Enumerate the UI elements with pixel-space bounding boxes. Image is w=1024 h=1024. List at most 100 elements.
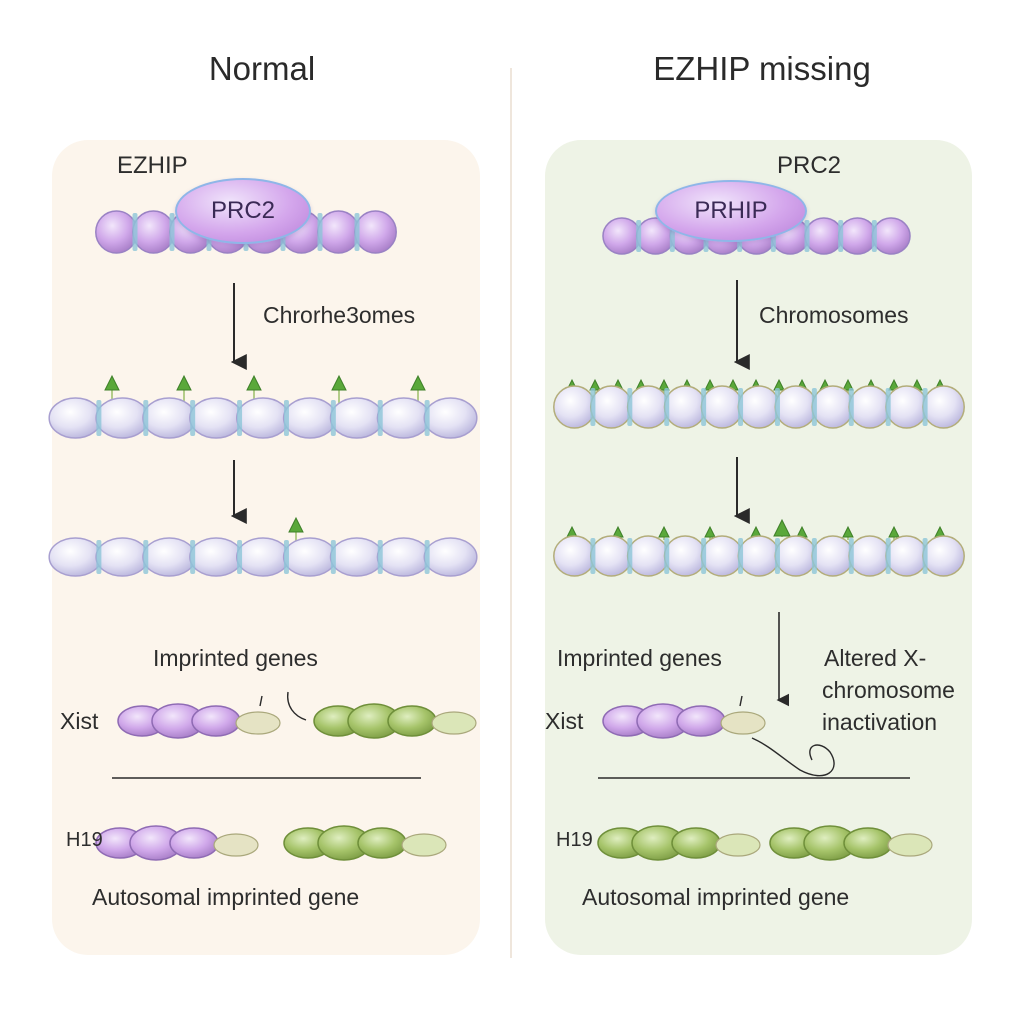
right-diagram	[553, 217, 965, 861]
linker-band	[132, 213, 138, 251]
linker-band	[636, 220, 642, 252]
linker-band	[701, 538, 707, 574]
panel-divider	[510, 68, 512, 958]
nucleosome-bead	[885, 535, 929, 577]
nucleosome-bead	[132, 210, 175, 254]
nucleosome-bead	[589, 385, 633, 429]
right-imprinted-label: Imprinted genes	[557, 645, 722, 671]
nucleosome-bead	[48, 397, 103, 439]
h3k27me3-mark	[658, 525, 670, 538]
linker-band	[804, 220, 810, 252]
right-gene-connector	[751, 737, 835, 777]
nucleosome-bead	[235, 397, 291, 439]
nucleosome-bead	[663, 535, 707, 577]
nucleosome-bead	[663, 385, 707, 429]
right-title: EZHIP missing	[653, 50, 871, 87]
gene-tail	[213, 833, 259, 857]
nucleosome-bead	[329, 537, 384, 577]
nucleosome-bead	[48, 537, 103, 577]
nucleosome-bead	[142, 397, 197, 439]
gene-bead	[387, 705, 437, 737]
h3k27me3-mark	[246, 374, 262, 391]
left-h19-label: H19	[66, 829, 103, 851]
linker-band	[190, 400, 196, 436]
gene-bead	[191, 705, 241, 737]
linker-band	[774, 388, 780, 426]
right-altered-label-1: Altered X-	[824, 645, 927, 671]
left-xist-gene	[117, 703, 281, 739]
gene-bead	[671, 827, 721, 859]
nucleosome-bead	[885, 385, 929, 429]
linker-band	[237, 400, 243, 436]
right-altered-label-3: inactivation	[822, 709, 938, 735]
linker-band	[738, 388, 744, 426]
nucleosome-bead	[848, 385, 892, 429]
gene-bead	[843, 827, 893, 859]
gene-bead	[357, 827, 407, 859]
right-chromosome-row2	[553, 535, 965, 577]
linker-band	[424, 540, 430, 574]
linker-band	[848, 388, 854, 426]
linker-band	[664, 538, 670, 574]
linker-band	[811, 388, 817, 426]
nucleosome-bead	[700, 535, 744, 577]
linker-band	[664, 388, 670, 426]
linker-band	[317, 213, 323, 251]
nucleosome-bead	[282, 397, 337, 439]
linker-band	[811, 538, 817, 574]
right-tick	[739, 695, 743, 707]
gene-tail	[235, 711, 281, 735]
right-h19-gene	[597, 825, 761, 861]
left-xist-label: Xist	[60, 708, 99, 734]
nucleosome-bead	[922, 535, 965, 577]
linker-band	[848, 538, 854, 574]
left-prc2-complex: PRC2	[175, 178, 311, 244]
linker-band	[424, 400, 430, 436]
right-xist-label: Xist	[545, 708, 584, 734]
nucleosome-bead	[354, 210, 397, 254]
linker-band	[237, 540, 243, 574]
linker-band	[96, 400, 102, 436]
gene-tail	[431, 711, 477, 735]
nucleosome-bead	[811, 535, 855, 577]
left-title: Normal	[208, 50, 316, 87]
nucleosome-bead	[774, 535, 818, 577]
left-gene-connector	[287, 691, 307, 721]
linker-band	[838, 220, 844, 252]
nucleosome-bead	[737, 385, 781, 429]
left-h19-partner-gene	[283, 825, 447, 861]
h3k27me3-mark	[331, 374, 347, 391]
nucleosome-bead	[626, 535, 670, 577]
nucleosome-bead	[553, 385, 596, 429]
right-top-chromatin	[602, 217, 911, 255]
nucleosome-bead	[235, 537, 291, 577]
gene-tail	[720, 711, 766, 735]
nucleosome-bead	[423, 397, 478, 439]
nucleosome-bead	[376, 397, 431, 439]
nucleosome-bead	[95, 210, 138, 254]
h3k27me3-mark	[888, 525, 900, 538]
linker-band	[143, 400, 149, 436]
linker-band	[377, 400, 383, 436]
nucleosome-bead	[142, 537, 197, 577]
nucleosome-bead	[423, 537, 478, 577]
nucleosome-bead	[811, 385, 855, 429]
nucleosome-bead	[848, 535, 892, 577]
nucleosome-bead	[922, 385, 965, 429]
nucleosome-bead	[282, 537, 337, 577]
h3k27me3-mark	[773, 518, 791, 537]
linker-band	[701, 388, 707, 426]
gene-tail	[715, 833, 761, 857]
linker-band	[738, 538, 744, 574]
left-imprinted-label: Imprinted genes	[153, 645, 318, 671]
linker-band	[169, 213, 175, 251]
h3k27me3-mark	[842, 378, 854, 391]
nucleosome-bead	[837, 217, 878, 255]
linker-band	[377, 540, 383, 574]
right-mark-large	[773, 518, 791, 537]
gene-tail	[887, 833, 933, 857]
nucleosome-bead	[95, 397, 150, 439]
gene-bead	[169, 827, 219, 859]
gene-bead	[676, 705, 726, 737]
linker-band	[922, 388, 928, 426]
